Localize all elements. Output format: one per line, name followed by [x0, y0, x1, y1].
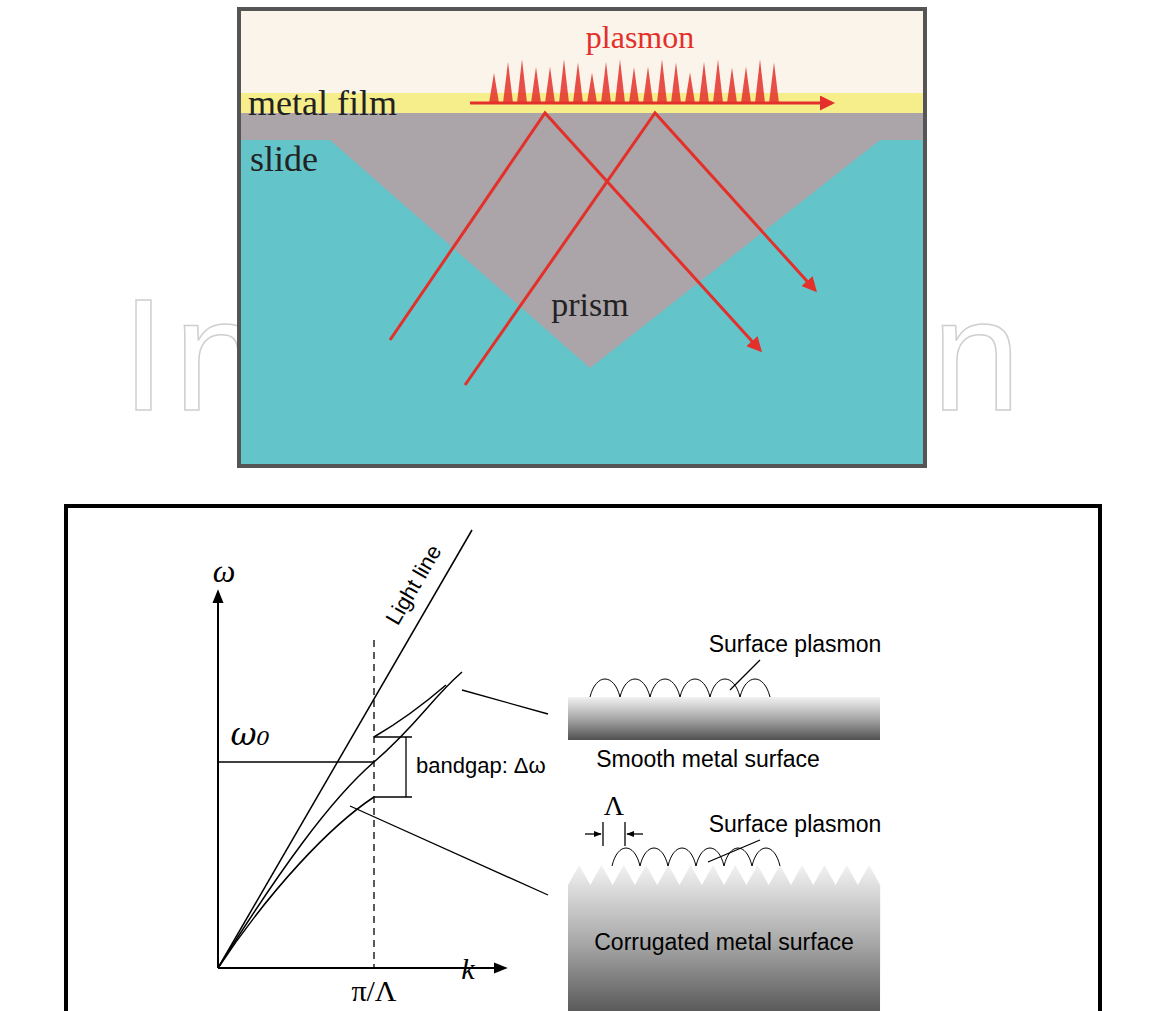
- plasmon-wave: [612, 848, 780, 866]
- dispersion-curves: [218, 672, 462, 968]
- smooth-metal: [568, 697, 880, 740]
- prism-label: prism: [551, 286, 628, 323]
- layer-label: metal film: [248, 84, 397, 124]
- axis-label: k: [461, 952, 474, 985]
- prism-shape: [330, 140, 880, 368]
- prism-panel: [239, 9, 925, 466]
- plasmon-spikes: [489, 59, 779, 103]
- corrugated-metal: [568, 865, 880, 1011]
- leader-lines: [350, 660, 760, 895]
- surface-caption: Smooth metal surface: [596, 747, 820, 772]
- plasmon-label: Surface plasmon: [709, 632, 882, 657]
- plasmon-label: plasmon: [586, 20, 694, 55]
- bandgap-bracket: [374, 737, 412, 797]
- layer-label: slide: [250, 140, 318, 180]
- plasmon-wave: [590, 679, 770, 697]
- axis-label: ω: [213, 554, 236, 589]
- light-rays: [390, 113, 815, 385]
- plasmon-arrow: [470, 102, 832, 105]
- light-line: [218, 530, 472, 968]
- plasmon-label: Surface plasmon: [709, 812, 882, 837]
- bandgap-label: bandgap: Δω: [416, 754, 546, 778]
- dispersion-panel: [66, 506, 1100, 1011]
- omega-axis: [217, 592, 219, 968]
- surface-caption: Corrugated metal surface: [594, 930, 854, 955]
- omega0-line: [218, 761, 374, 762]
- period-label: Λ: [604, 791, 624, 822]
- zone-boundary: [373, 640, 374, 968]
- period-marker: [585, 822, 643, 846]
- frequency-label: ω₀: [231, 717, 270, 752]
- axis-tick-label: π/Λ: [351, 974, 396, 1007]
